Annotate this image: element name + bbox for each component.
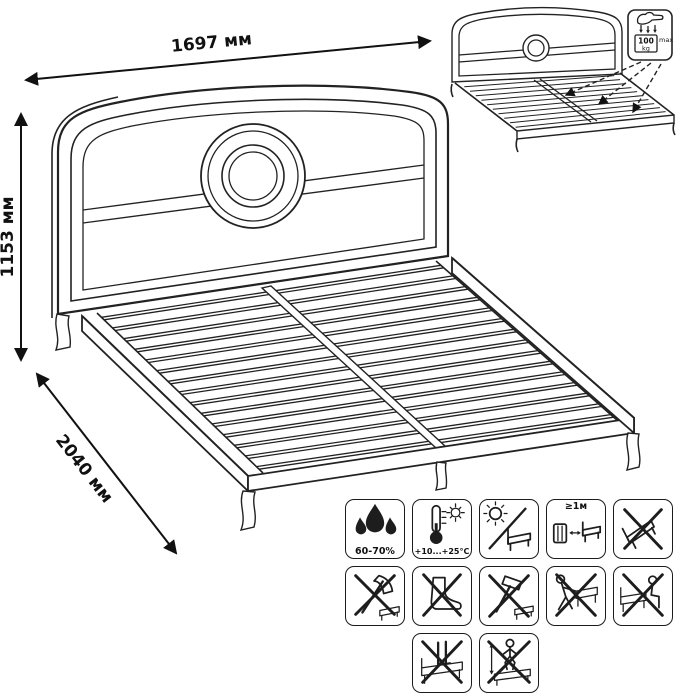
pictogram-row-3 bbox=[412, 633, 673, 693]
no-axe-icon bbox=[345, 566, 405, 626]
length-dimension-label: 2040 мм bbox=[51, 431, 117, 507]
prohibition-cross bbox=[421, 640, 463, 684]
sun-icon bbox=[488, 506, 503, 521]
hammer-head bbox=[501, 575, 523, 591]
no-hammer-icon bbox=[479, 566, 539, 626]
bed-legs bbox=[239, 432, 641, 531]
load-diagram: 100 kg max bbox=[450, 6, 676, 153]
load-unit-label: kg bbox=[642, 45, 650, 53]
heater-distance-label: ≥1м bbox=[564, 501, 588, 512]
bed-glyph bbox=[514, 605, 534, 620]
temperature-range-label: +10...+25°C bbox=[414, 547, 470, 556]
bed-glyph bbox=[620, 587, 647, 613]
width-dimension-label: 1697 мм bbox=[170, 29, 253, 57]
humidity-range-label: 60-70% bbox=[355, 545, 395, 557]
pictogram-row-2 bbox=[345, 566, 673, 626]
load-value-label: 100 bbox=[638, 37, 654, 46]
length-dimension-arrow bbox=[35, 372, 178, 555]
bed-glyph bbox=[581, 521, 602, 543]
no-tilt-icon bbox=[613, 499, 673, 559]
bed-headboard bbox=[51, 84, 450, 351]
no-shoes-icon bbox=[412, 566, 472, 626]
no-direct-sunlight-icon bbox=[479, 499, 539, 559]
temperature-range-icon: +10...+25°C bbox=[412, 499, 472, 559]
prohibition-cross bbox=[488, 574, 530, 618]
prohibition-cross bbox=[422, 573, 462, 617]
headboard-medallion bbox=[200, 123, 306, 229]
load-arrows bbox=[564, 61, 662, 114]
tilted-bed-glyph bbox=[621, 519, 656, 549]
care-pictogram-grid: 60-70% +10...+25°C bbox=[345, 499, 673, 700]
center-rail bbox=[260, 285, 447, 449]
prohibition-cross bbox=[354, 574, 396, 616]
height-dimension-label: 1153 мм bbox=[0, 196, 18, 277]
person-glyph bbox=[555, 574, 577, 611]
max-load-icon: 100 kg max bbox=[627, 9, 673, 61]
bounce-arrows bbox=[489, 643, 494, 675]
bed-glyph bbox=[421, 658, 463, 684]
no-standing-icon bbox=[412, 633, 472, 693]
sun-icon bbox=[450, 507, 461, 518]
mini-bed-platform bbox=[450, 72, 676, 153]
heater-distance-icon: ≥1м bbox=[546, 499, 606, 559]
no-drag-icon bbox=[546, 566, 606, 626]
prohibition-cross bbox=[487, 640, 531, 684]
pictogram-row-1: 60-70% +10...+25°C bbox=[345, 499, 673, 559]
humidity-icon: 60-70% bbox=[345, 499, 405, 559]
prohibition-cross bbox=[555, 573, 597, 617]
boot-glyph bbox=[430, 576, 462, 610]
mini-bed-headboard bbox=[451, 6, 623, 83]
jumping-person-glyph bbox=[502, 638, 518, 671]
bed-glyph bbox=[379, 606, 400, 621]
water-drops-icon bbox=[355, 503, 397, 535]
no-jumping-icon bbox=[479, 633, 539, 693]
thermometer-icon bbox=[429, 503, 465, 544]
headboard-leg bbox=[54, 313, 72, 351]
bed-glyph bbox=[507, 528, 532, 552]
prohibition-cross bbox=[622, 573, 664, 617]
axe-blade bbox=[373, 574, 394, 595]
radiator-icon bbox=[552, 523, 568, 544]
press-hand-icon bbox=[636, 11, 664, 25]
width-dimension-arrow bbox=[24, 35, 432, 86]
bed-platform bbox=[81, 256, 641, 531]
prohibition-cross bbox=[623, 508, 663, 550]
no-sit-on-edge-icon bbox=[613, 566, 673, 626]
load-max-label: max bbox=[659, 36, 673, 44]
